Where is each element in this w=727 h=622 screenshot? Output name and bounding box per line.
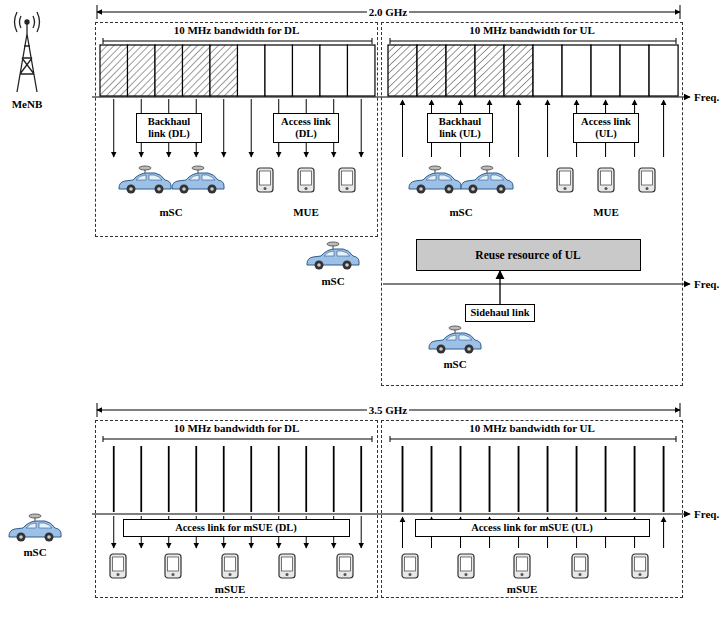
box-label: Backhaul link (DL) <box>141 116 197 140</box>
group-heading: 10 MHz bandwidth for DL <box>96 421 377 435</box>
vehicle-icon <box>461 166 513 194</box>
phone-icon <box>632 554 648 578</box>
vehicle-icon <box>409 166 461 194</box>
icon-label: mSUE <box>213 583 248 596</box>
link-box: Access link (DL) <box>273 113 339 143</box>
dimension-line <box>97 403 680 417</box>
band-group: 10 MHz bandwidth for UL Access link for m… <box>381 420 683 598</box>
station-label: MeNB <box>10 98 45 111</box>
band-group: 10 MHz bandwidth for DL Backhaul link (DL… <box>95 22 378 237</box>
uplink-arrows <box>403 517 664 548</box>
phone-icon <box>165 554 181 578</box>
phone-icon <box>572 554 588 578</box>
icon-label: mSUE <box>505 583 540 596</box>
frequency-axis <box>92 513 690 514</box>
box-label: Access link for mSUE (DL) <box>128 522 345 534</box>
phone-icon <box>279 554 295 578</box>
phone-icon <box>598 168 614 192</box>
subcarrier-lines <box>403 446 664 512</box>
bandwidth-bracket <box>103 38 676 44</box>
dimension-label: 3.5 GHz <box>367 404 410 417</box>
icon-label: MUE <box>291 206 321 219</box>
downlink-arrows <box>114 516 361 548</box>
icon-label: mSC <box>319 275 346 288</box>
vehicle-icon <box>429 326 481 354</box>
band-group: 10 MHz bandwidth for DL Access link for m… <box>95 420 378 598</box>
link-box: Backhaul link (DL) <box>136 113 202 143</box>
vehicle-icon <box>307 242 359 270</box>
icon-label: MUE <box>591 206 621 219</box>
box-label: Backhaul link (UL) <box>432 116 488 140</box>
group-heading: 10 MHz bandwidth for UL <box>382 23 682 37</box>
phone-icon <box>222 554 238 578</box>
group-heading: 10 MHz bandwidth for DL <box>96 23 377 37</box>
connector-arrow <box>499 271 500 304</box>
icon-label: mSC <box>21 546 48 559</box>
link-box: Backhaul link (UL) <box>427 113 493 143</box>
phone-icon <box>110 554 126 578</box>
base-station-tower <box>15 12 40 92</box>
uplink-arrows <box>403 100 664 157</box>
phone-icon <box>514 554 530 578</box>
downlink-arrows <box>114 99 361 157</box>
link-box: Access link for mSUE (DL) <box>123 519 350 537</box>
vehicle-icon <box>119 166 171 194</box>
box-label: Access link (DL) <box>278 116 334 140</box>
dimension-label: 2.0 GHz <box>367 6 410 19</box>
axis-label: Freq. <box>692 91 721 104</box>
group-heading: 10 MHz bandwidth for UL <box>382 421 682 435</box>
subcarrier-bars <box>388 45 678 96</box>
band-group: 10 MHz bandwidth for UL Backhaul link (UL… <box>381 22 683 386</box>
dimension-line <box>97 5 680 19</box>
box-label: Reuse resource of UL <box>475 249 580 261</box>
bandwidth-bracket <box>103 436 676 442</box>
phone-icon <box>337 554 353 578</box>
frequency-axis <box>92 96 690 97</box>
frequency-axis <box>383 283 690 284</box>
link-box: Access link for mSUE (UL) <box>415 519 650 537</box>
phone-icon <box>639 168 655 192</box>
phone-icon <box>458 554 474 578</box>
vehicle-icon <box>9 514 61 542</box>
phone-icon <box>402 554 418 578</box>
subcarrier-bars <box>100 45 375 96</box>
axis-label: Freq. <box>692 508 721 521</box>
icon-label: mSC <box>441 358 468 371</box>
phone-icon <box>339 168 355 192</box>
phone-icon <box>298 168 314 192</box>
box-label: Access link (UL) <box>578 116 634 140</box>
axis-label: Freq. <box>692 278 721 291</box>
phone-icon <box>257 168 273 192</box>
vehicle-icon <box>172 166 224 194</box>
link-box: Sidehaul link <box>465 304 534 322</box>
phone-icon <box>557 168 573 192</box>
box-label: Access link for mSUE (UL) <box>420 522 645 534</box>
link-box: Access link (UL) <box>573 113 639 143</box>
icon-label: mSC <box>447 206 474 219</box>
box-label: Sidehaul link <box>470 307 529 319</box>
subcarrier-lines <box>114 446 361 512</box>
icon-label: mSC <box>157 206 184 219</box>
reuse-box: Reuse resource of UL <box>416 239 641 271</box>
